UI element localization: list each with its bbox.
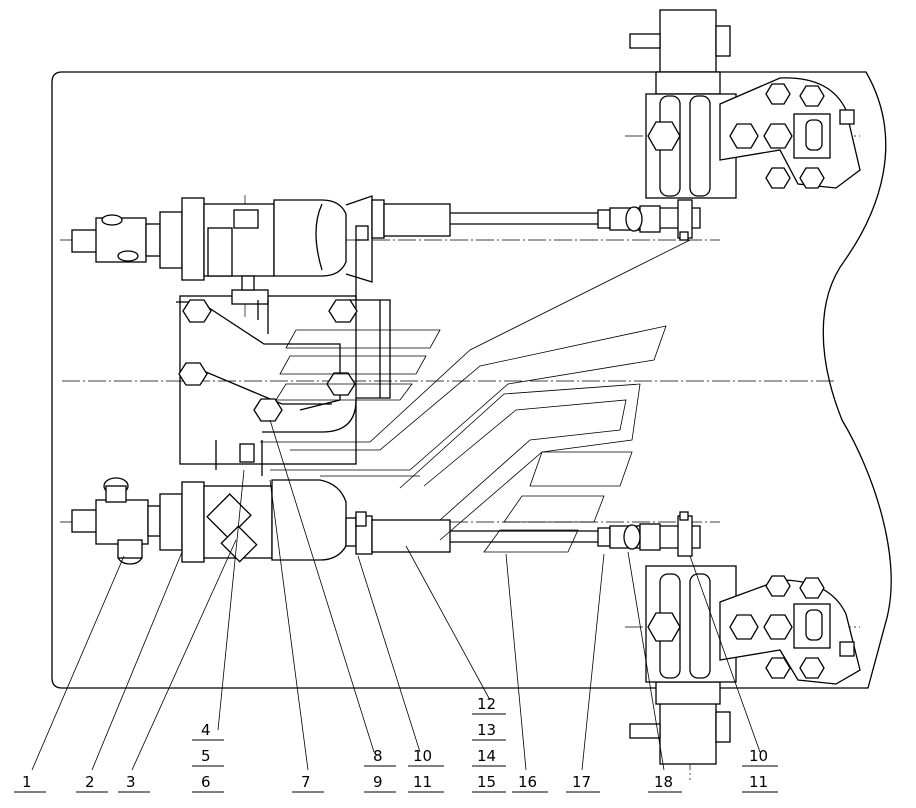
- leader-lines: [31, 419, 761, 771]
- callout-5: 5: [201, 747, 211, 765]
- upper-brake-unit: [629, 9, 861, 199]
- callout-3: 3: [126, 773, 136, 791]
- callout-11-right: 11: [749, 773, 768, 791]
- mounting-plate: [51, 71, 892, 689]
- callout-2: 2: [85, 773, 95, 791]
- callout-8: 8: [373, 747, 383, 765]
- callout-6: 6: [201, 773, 211, 791]
- callout-16: 16: [518, 773, 537, 791]
- callout-17: 17: [572, 773, 591, 791]
- callout-underlines: [14, 713, 778, 793]
- callout-13: 13: [477, 721, 496, 739]
- callout-12: 12: [477, 695, 496, 713]
- callout-10-left: 10: [413, 747, 432, 765]
- callout-4: 4: [201, 721, 211, 739]
- central-bracket: [176, 240, 391, 476]
- callout-10-right: 10: [749, 747, 768, 765]
- lower-brake-unit: [629, 565, 861, 765]
- upper-cylinder-assembly: [71, 195, 701, 283]
- hose-channels: [260, 239, 691, 553]
- callout-14: 14: [477, 747, 496, 765]
- callout-11-left: 11: [413, 773, 432, 791]
- lower-cylinder-assembly: [71, 477, 701, 565]
- callout-numbers: 1 2 3 4 5 6 7 8 9 10 11 12 13 14 15 16 1…: [22, 695, 768, 791]
- callout-15: 15: [477, 773, 496, 791]
- callout-18: 18: [654, 773, 673, 791]
- callout-9: 9: [373, 773, 383, 791]
- callout-7: 7: [301, 773, 311, 791]
- callout-1: 1: [22, 773, 32, 791]
